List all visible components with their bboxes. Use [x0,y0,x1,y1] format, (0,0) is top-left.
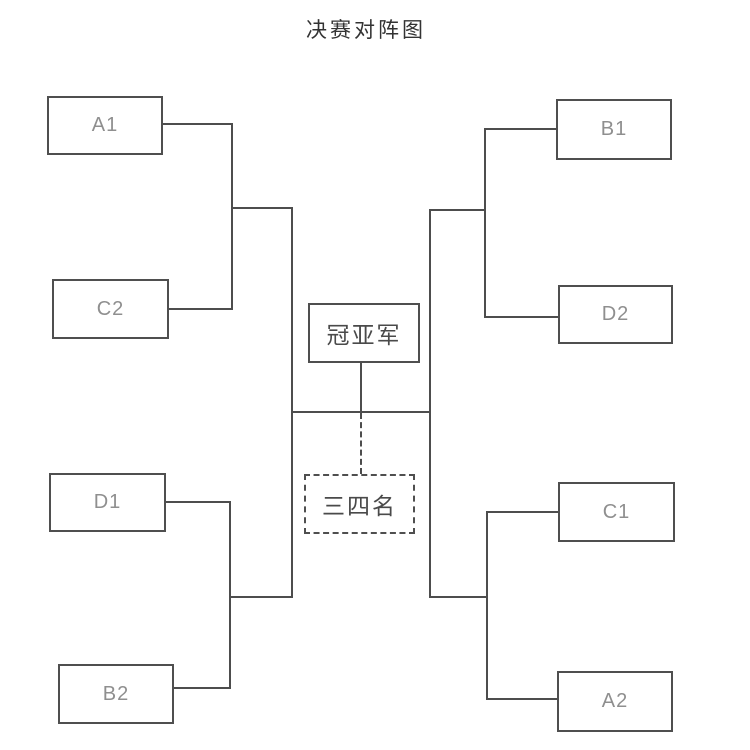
team-box-c2: C2 [52,279,169,339]
team-label-c2: C2 [96,297,125,320]
team-label-a1: A1 [91,114,119,136]
connector-c1 [487,511,558,513]
connector-a1 [163,123,232,125]
third-place-label: 三四名 [322,494,397,519]
connector-b1 [485,128,556,130]
connector-spine-to-right-top [430,209,486,211]
team-box-b2: B2 [58,664,174,724]
connector-left-bottom-to-spine [230,596,292,598]
team-box-a1: A1 [47,96,163,155]
team-box-c1: C1 [558,482,675,542]
connector-b2 [174,687,230,689]
left-spine-vertical [291,207,293,598]
connector-spine-to-right-bottom [430,596,487,598]
right-spine-vertical [429,209,431,598]
final-box-stem [360,362,362,413]
connector-d1 [166,501,230,503]
team-label-b2: B2 [102,682,130,705]
final-match-label: 冠亚军 [326,323,402,348]
third-place-box: 三四名 [304,474,415,534]
connector-c2 [169,308,232,310]
team-box-a2: A2 [557,671,673,732]
connector-left-top-to-spine [232,207,292,209]
connector-d2 [485,316,558,318]
team-label-b1: B1 [600,118,628,140]
connector-right-bottom-vertical [486,511,488,700]
team-box-b1: B1 [556,99,672,160]
third-place-dashed-stem [360,413,362,474]
team-label-c1: C1 [602,500,631,523]
connector-left-top-vertical [231,123,233,310]
diagram-title: 决赛对阵图 [306,18,426,42]
connector-right-top-vertical [484,128,486,318]
team-box-d1: D1 [49,473,166,532]
team-label-d2: D2 [601,303,630,325]
team-label-d1: D1 [93,491,122,513]
connector-left-bottom-vertical [229,501,231,689]
team-box-d2: D2 [558,285,673,344]
team-label-a2: A2 [601,690,629,712]
connector-a2 [487,698,557,700]
final-match-box: 冠亚军 [308,303,420,363]
